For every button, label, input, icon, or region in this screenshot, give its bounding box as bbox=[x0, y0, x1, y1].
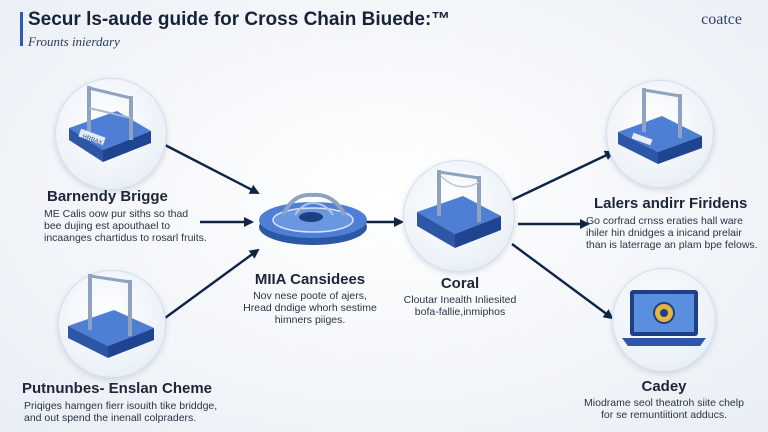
left-top-line-2: bee dujing est apouthael to bbox=[44, 220, 171, 232]
bridge-tower-icon bbox=[68, 274, 154, 358]
laptop-icon bbox=[622, 290, 706, 346]
arrow-topleft-to-hub bbox=[164, 143, 260, 195]
node-right-top bbox=[606, 80, 714, 188]
node-left-bottom bbox=[58, 270, 166, 378]
left-bottom-title: Putnunbes- Enslan Cheme bbox=[22, 380, 213, 397]
left-top-line-3: incaanges chartidus to rosarl fruits. bbox=[44, 232, 207, 244]
left-bottom-line-1: Priqiges hamgen fierr isouith tike bridd… bbox=[24, 400, 218, 412]
left-bottom-line-2: and out spend the inenall colpraders. bbox=[24, 412, 197, 424]
node-right-bottom bbox=[612, 268, 716, 372]
bridge-tower-icon bbox=[618, 88, 702, 164]
left-bottom-description: Priqiges hamgen fierr isouith tike bridd… bbox=[24, 400, 217, 424]
hub-title: MIIA Cansidees bbox=[254, 271, 366, 288]
node-left-top: HRBAX bbox=[55, 78, 167, 190]
left-top-description: ME Calis oow pur siths so thad bee dujin… bbox=[44, 208, 207, 244]
brand-logo: coatce bbox=[701, 11, 742, 28]
node-coral bbox=[403, 160, 515, 272]
coral-line-2: bofa-fallie,inmiphos bbox=[414, 306, 506, 318]
coral-title: Coral bbox=[440, 275, 480, 292]
right-bottom-description: Miodrame seol theatroh siite chelp for s… bbox=[574, 397, 754, 421]
right-bottom-title: Cadey bbox=[641, 378, 687, 395]
bridge-tower-icon: HRBAX bbox=[69, 86, 151, 162]
right-top-line-2: ihiler hin dnidges a inicand prelair bbox=[586, 227, 742, 239]
round-hub-icon bbox=[259, 192, 367, 245]
bridge-tower-icon bbox=[417, 170, 501, 248]
right-bottom-line-1: Miodrame seol theatroh siite chelp bbox=[584, 397, 744, 409]
coral-line-1: Cloutar Inealth Inliesited bbox=[403, 294, 517, 306]
hub-line-2: Hread dndige whorh sestime bbox=[243, 302, 377, 314]
hub-line-1: Nov nese poote of ajers, bbox=[253, 290, 367, 302]
right-top-line-3: than is laterrage an plam bpe felows. bbox=[586, 239, 758, 251]
page-subtitle: Frounts inierdary bbox=[28, 34, 120, 49]
right-top-line-1: Go corfrad crnss eraties hall ware bbox=[586, 215, 743, 227]
page-title: Secur ls-aude guide for Cross Chain Biue… bbox=[28, 9, 451, 30]
arrow-coral-to-righttop bbox=[511, 150, 615, 202]
hub-line-3: himners piiges. bbox=[274, 314, 346, 326]
title-accent-bar bbox=[20, 12, 23, 46]
left-top-line-1: ME Calis oow pur siths so thad bbox=[44, 208, 189, 220]
right-top-description: Go corfrad crnss eraties hall ware ihile… bbox=[586, 215, 758, 251]
coral-description: Cloutar Inealth Inliesited bofa-fallie,i… bbox=[386, 294, 534, 318]
right-bottom-line-2: for se remuntiitiont adducs. bbox=[600, 409, 728, 421]
arrow-coral-to-laptop bbox=[511, 243, 614, 320]
right-top-title: Lalers andirr Firidens bbox=[594, 195, 748, 212]
left-top-title: Barnendy Brigge bbox=[47, 188, 168, 205]
arrow-bottomleft-to-hub bbox=[164, 248, 260, 319]
hub-description: Nov nese poote of ajers, Hread dndige wh… bbox=[232, 290, 388, 326]
